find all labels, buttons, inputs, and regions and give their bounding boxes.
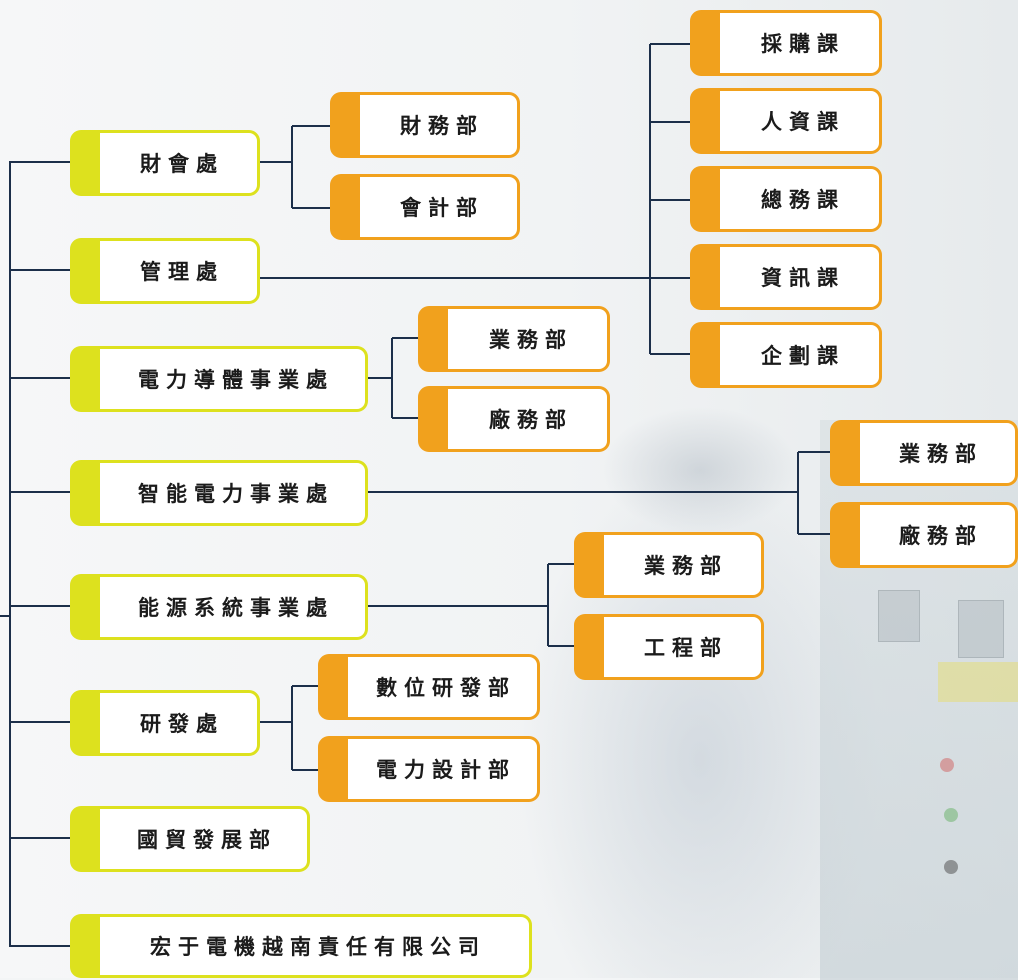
division-label: 管理處 (140, 260, 224, 284)
panel-lamp (940, 758, 954, 772)
division-label: 研發處 (140, 712, 224, 736)
connector-rnd (260, 685, 320, 771)
department-label: 採購課 (761, 32, 845, 56)
department-label: 總務課 (761, 188, 845, 212)
section-planning[interactable]: 企劃課 (690, 322, 882, 388)
division-label: 國貿發展部 (137, 828, 277, 852)
division-power-semiconductor[interactable]: 電力導體事業處 (70, 346, 368, 412)
connector-finance (260, 125, 332, 209)
department-label: 財務部 (400, 114, 484, 138)
department-power-semi-sales[interactable]: 業務部 (418, 306, 610, 372)
division-rnd[interactable]: 研發處 (70, 690, 260, 756)
division-international-trade[interactable]: 國貿發展部 (70, 806, 310, 872)
connector-division-branches (10, 269, 72, 839)
department-label: 工程部 (644, 636, 728, 660)
division-label: 電力導體事業處 (138, 368, 334, 392)
department-finance[interactable]: 財務部 (330, 92, 520, 158)
department-energy-engineering[interactable]: 工程部 (574, 614, 764, 680)
department-power-semi-factory[interactable]: 廠務部 (418, 386, 610, 452)
panel-lamp (944, 860, 958, 874)
section-it[interactable]: 資訊課 (690, 244, 882, 310)
division-finance[interactable]: 財會處 (70, 130, 260, 196)
connector-energy-systems (368, 563, 576, 647)
department-label: 業務部 (899, 442, 983, 466)
department-smart-power-sales[interactable]: 業務部 (830, 420, 1018, 486)
department-label: 業務部 (489, 328, 573, 352)
department-label: 資訊課 (761, 266, 845, 290)
department-label: 人資課 (761, 110, 845, 134)
department-accounting[interactable]: 會計部 (330, 174, 520, 240)
division-label: 宏于電機越南責任有限公司 (150, 935, 486, 959)
department-label: 電力設計部 (376, 758, 516, 782)
division-vietnam-subsidiary[interactable]: 宏于電機越南責任有限公司 (70, 914, 532, 978)
panel-lamp (944, 808, 958, 822)
department-label: 數位研發部 (376, 676, 516, 700)
department-label: 業務部 (644, 554, 728, 578)
connector-trunk (9, 161, 72, 947)
division-energy-systems[interactable]: 能源系統事業處 (70, 574, 368, 640)
department-label: 廠務部 (489, 408, 573, 432)
connector-power-semi (368, 337, 420, 419)
panel-label-plate (938, 662, 1018, 702)
division-smart-power[interactable]: 智能電力事業處 (70, 460, 368, 526)
panel-meter (958, 600, 1004, 658)
division-label: 財會處 (140, 152, 224, 176)
section-general-affairs[interactable]: 總務課 (690, 166, 882, 232)
connector-management (260, 43, 692, 355)
panel-meter (878, 590, 920, 642)
division-label: 智能電力事業處 (138, 482, 334, 506)
division-label: 能源系統事業處 (138, 596, 334, 620)
division-management[interactable]: 管理處 (70, 238, 260, 304)
department-smart-power-factory[interactable]: 廠務部 (830, 502, 1018, 568)
connector-smart-power (368, 451, 832, 535)
department-label: 會計部 (400, 196, 484, 220)
section-procurement[interactable]: 採購課 (690, 10, 882, 76)
department-digital-rnd[interactable]: 數位研發部 (318, 654, 540, 720)
department-energy-sales[interactable]: 業務部 (574, 532, 764, 598)
section-hr[interactable]: 人資課 (690, 88, 882, 154)
department-label: 廠務部 (899, 524, 983, 548)
department-label: 企劃課 (761, 344, 845, 368)
department-power-design[interactable]: 電力設計部 (318, 736, 540, 802)
